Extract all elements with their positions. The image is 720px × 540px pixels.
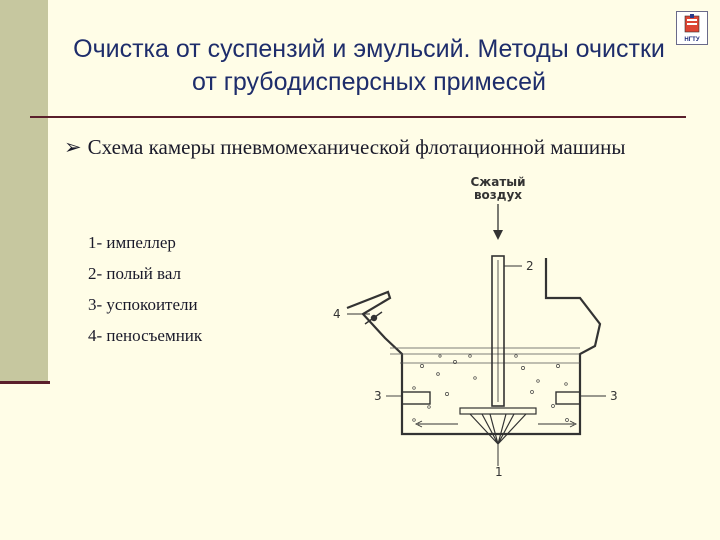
logo-text: НГТУ — [684, 37, 700, 43]
water-surface — [390, 347, 580, 364]
legend-item: 3- успокоители — [88, 295, 198, 314]
legend-item: 2- полый вал — [88, 264, 182, 283]
left-decor-bar — [0, 0, 48, 383]
air-label-line1: Сжатый — [470, 175, 525, 189]
baffle-right — [555, 391, 581, 405]
air-label-line2: воздух — [474, 188, 522, 202]
label-skimmer: 4 — [333, 307, 341, 321]
label-impeller: 1 — [495, 465, 503, 476]
slide-title: Очистка от суспензий и эмульсий. Методы … — [73, 35, 665, 96]
impeller — [459, 407, 537, 466]
left-bar-underline — [0, 381, 50, 384]
baffle-left — [401, 391, 431, 405]
callouts — [347, 265, 606, 397]
tank-outline — [346, 258, 602, 436]
label-baffle-left: 3 — [374, 389, 382, 403]
circulation-arrows — [414, 420, 578, 428]
bullet-text: Схема камеры пневмомеханической флотацио… — [87, 135, 626, 159]
legend-list: 1- импеллер 2- полый вал 3- успокоители … — [88, 232, 202, 356]
legend-item: 1- импеллер — [88, 233, 176, 252]
title-divider — [30, 116, 686, 118]
skimmer-paddle-icon — [364, 311, 383, 325]
label-baffle-right: 3 — [610, 389, 618, 403]
label-shaft: 2 — [526, 259, 534, 273]
logo-emblem-icon — [684, 14, 700, 33]
bubbles — [412, 354, 569, 422]
university-logo: НГТУ — [676, 11, 708, 45]
bullet-paragraph: ➢Схема камеры пневмомеханической флотаци… — [64, 133, 684, 161]
legend-item: 4- пеносъемник — [88, 326, 203, 345]
air-arrow-icon — [493, 204, 503, 240]
hollow-shaft — [491, 255, 505, 407]
arrow-bullet-icon: ➢ — [64, 135, 82, 159]
flotation-machine-diagram: Сжатый воздух — [333, 175, 618, 476]
